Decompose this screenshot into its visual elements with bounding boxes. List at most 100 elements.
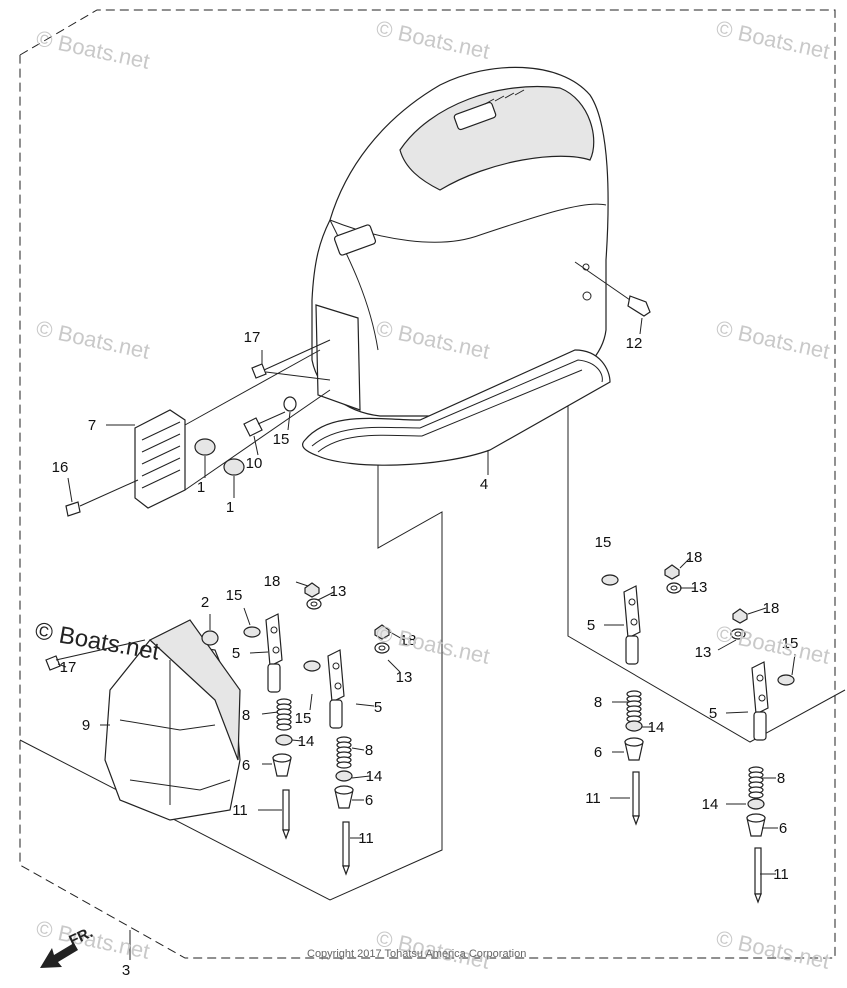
part-number-label: 14: [298, 733, 315, 750]
part-number-label: 15: [595, 534, 612, 551]
bushing-6: [334, 785, 354, 809]
callout-17: 17: [244, 329, 263, 364]
leader-line: [317, 591, 335, 601]
copyright-notice: Copyright 2017 Tohatsu America Corporati…: [307, 948, 526, 960]
part-number-label: 18: [264, 573, 281, 590]
bolt-12: [574, 261, 651, 317]
grommet-2: [201, 630, 219, 646]
washer-14: [335, 770, 353, 782]
screw-17-upper: [251, 339, 331, 381]
washer-14: [747, 798, 765, 810]
washer-13: [730, 628, 746, 640]
pin-11: [342, 821, 350, 876]
washer-14: [625, 720, 643, 732]
part-number-label: 5: [232, 645, 240, 662]
washer-13: [666, 582, 682, 594]
leader-line: [747, 607, 767, 615]
nut-18: [664, 564, 680, 580]
leader-line: [639, 317, 643, 335]
callout-15: 15: [295, 693, 313, 727]
leader-line: [725, 711, 749, 714]
callout-18: 18: [679, 549, 703, 569]
callout-15: 15: [782, 635, 799, 676]
spring-8: [276, 698, 292, 731]
callout-14: 14: [702, 796, 746, 813]
frame-outline: [19, 9, 836, 959]
callout-11: 11: [350, 830, 374, 847]
leader-line: [243, 607, 251, 626]
lower-bracket-9: [104, 619, 241, 821]
callout-13: 13: [680, 579, 707, 596]
callout-13: 13: [695, 639, 737, 661]
latch-5: [327, 649, 345, 729]
leader-line: [355, 703, 375, 707]
part-number-label: 1: [197, 479, 205, 496]
cowl-seal: [302, 349, 611, 466]
callout-6: 6: [762, 820, 787, 837]
callout-5: 5: [587, 617, 624, 634]
washer-15: [777, 674, 795, 686]
nut-18: [732, 608, 748, 624]
callout-3: 3: [122, 930, 131, 979]
callout-8: 8: [242, 707, 279, 724]
part-number-label: 5: [709, 705, 717, 722]
leader-line: [679, 557, 691, 569]
leader-line: [351, 747, 365, 751]
part-number-label: 1: [226, 499, 234, 516]
callout-18: 18: [389, 631, 416, 649]
callout-14: 14: [642, 719, 664, 736]
part-number-label: 5: [587, 617, 595, 634]
leader-line: [309, 693, 313, 711]
leader-line: [67, 477, 73, 503]
part-number-label: 14: [702, 796, 719, 813]
part-number-label: 15: [295, 710, 312, 727]
part-number-label: 9: [82, 717, 90, 734]
part-number-label: 2: [201, 594, 209, 611]
watermark: © Boats.net: [34, 25, 152, 73]
leader-line: [295, 581, 309, 587]
part-number-label: 10: [246, 455, 263, 472]
part-number-label: 16: [52, 459, 69, 476]
assembly-boundary-right: [567, 285, 846, 743]
part-number-label: 14: [648, 719, 665, 736]
watermark: © Boats.net: [374, 15, 492, 63]
leader-line: [387, 659, 401, 673]
part-number-label: 18: [686, 549, 703, 566]
callout-10: 10: [246, 435, 263, 472]
callout-8: 8: [594, 694, 628, 711]
part-number-label: 15: [782, 635, 799, 652]
leader-line: [291, 739, 303, 742]
callout-8: 8: [762, 770, 785, 787]
callout-15: 15: [595, 534, 612, 551]
part-number-label: 5: [374, 699, 382, 716]
part-number-label: 11: [773, 866, 789, 883]
bushing-6: [272, 753, 292, 777]
spring-8: [336, 736, 352, 769]
callout-7: 7: [88, 417, 135, 434]
callout-4: 4: [480, 450, 489, 493]
nut-18: [304, 582, 320, 598]
part-number-label: 17: [244, 329, 261, 346]
leader-line: [253, 435, 259, 456]
callout-17: 17: [57, 659, 76, 676]
part-number-label: 6: [779, 820, 787, 837]
washer-15: [601, 574, 619, 586]
washer-14: [275, 734, 293, 746]
callout-18: 18: [264, 573, 309, 590]
front-arrow-icon: [40, 943, 78, 968]
pin-11: [282, 789, 290, 840]
bolt-10: [243, 411, 286, 437]
part-number-label: 8: [777, 770, 785, 787]
part-number-label: 13: [330, 583, 347, 600]
callout-13: 13: [387, 659, 412, 686]
part-number-label: 13: [691, 579, 708, 596]
part-number-label: 18: [763, 600, 780, 617]
callout-18: 18: [747, 600, 780, 617]
part-number-label: 8: [242, 707, 250, 724]
part-number-label: 14: [366, 768, 383, 785]
part-number-label: 15: [226, 587, 243, 604]
callout-13: 13: [317, 583, 347, 601]
callout-16: 16: [52, 459, 73, 503]
callout-14: 14: [351, 768, 383, 785]
